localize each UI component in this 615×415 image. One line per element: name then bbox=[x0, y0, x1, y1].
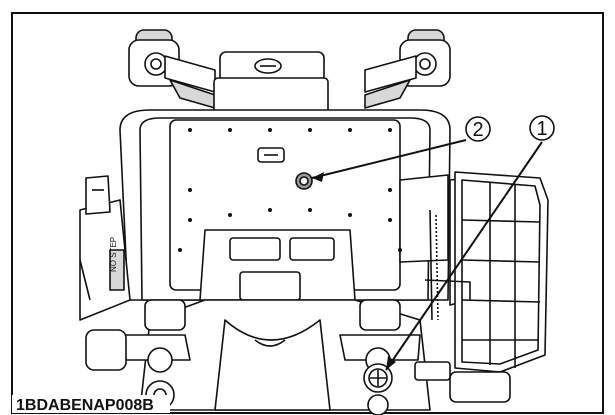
figure-code: 1BDABENAP008B bbox=[16, 397, 154, 414]
figure-code-box bbox=[12, 395, 170, 413]
callout-1: 1 bbox=[529, 115, 555, 141]
right-control-lever bbox=[339, 299, 451, 415]
callout-1-leader bbox=[385, 141, 543, 371]
left-fender bbox=[79, 175, 131, 321]
callout-2-label: 2 bbox=[472, 119, 483, 141]
callout-2-leader bbox=[311, 139, 467, 179]
no-step-label: NO STEP bbox=[109, 237, 118, 272]
seat-area bbox=[139, 229, 431, 411]
side-basket bbox=[454, 171, 549, 373]
component-2-plug bbox=[295, 172, 313, 190]
callout-1-label: 1 bbox=[536, 118, 547, 140]
component-1-knob bbox=[363, 363, 393, 393]
callout-2: 2 bbox=[465, 116, 491, 142]
panel-bolts bbox=[178, 128, 402, 252]
